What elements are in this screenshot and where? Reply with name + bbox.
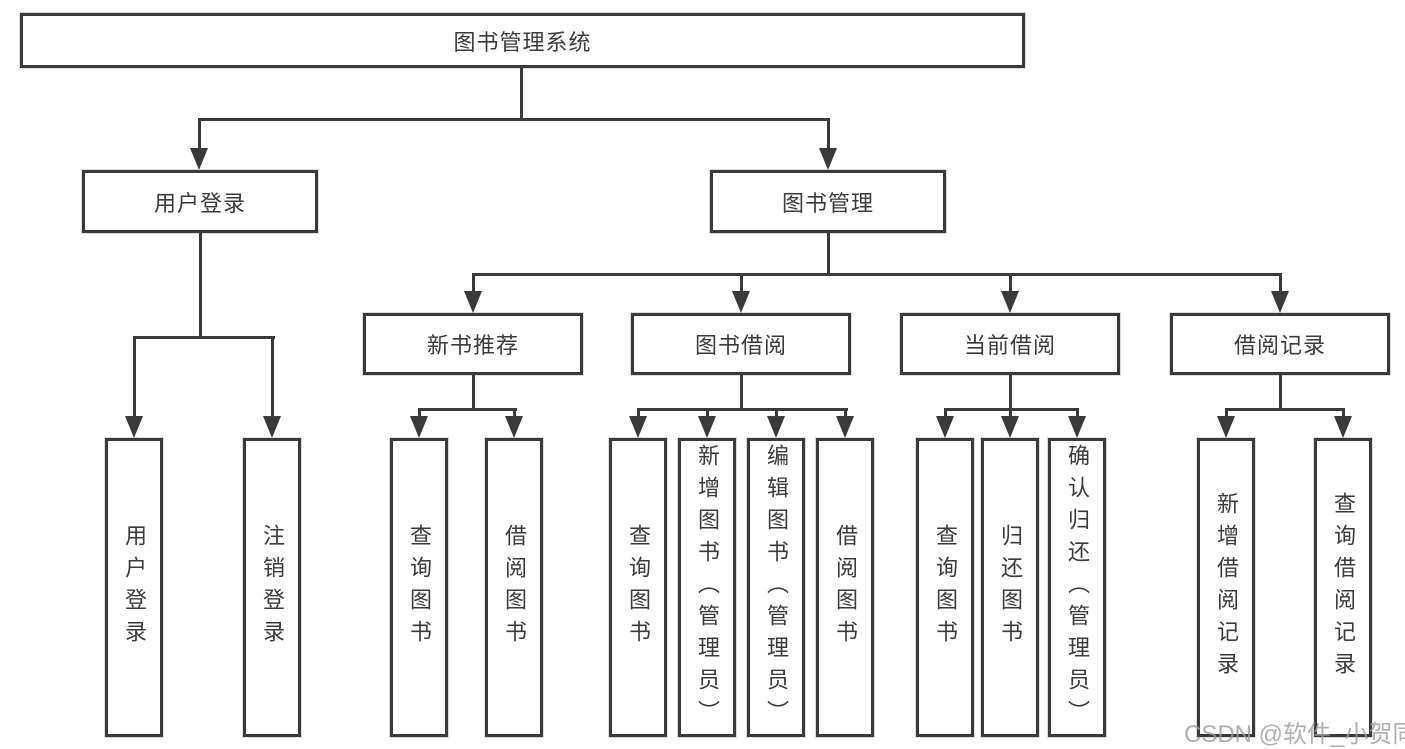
connector-line [520,68,523,118]
connector-line [706,408,709,422]
arrowhead-icon [936,416,954,438]
node-label: 确认归还（管理员） [1065,443,1090,732]
leaf-query-books-recommend: 查询图书 [390,438,448,737]
connector-line [1279,375,1282,411]
node-book-management: 图书管理 [710,170,946,233]
leaf-add-borrow-record: 新增借阅记录 [1197,438,1255,737]
connector-line [198,118,830,121]
csdn-watermark: CSDN @软件_小贺同学 [1184,721,1405,748]
leaf-query-borrow-record: 查询借阅记录 [1314,438,1372,737]
leaf-edit-book-admin: 编辑图书（管理员） [747,438,805,737]
arrowhead-icon [732,291,750,313]
node-label: 注销登录 [260,523,285,652]
arrowhead-icon [263,416,281,438]
arrowhead-icon [1068,416,1086,438]
connector-line [1009,408,1012,422]
connector-line [827,118,830,152]
node-borrowing-records: 借阅记录 [1170,313,1390,375]
node-label: 用户登录 [122,523,147,652]
arrowhead-icon [819,148,837,170]
node-label: 新增借阅记录 [1214,491,1239,684]
arrowhead-icon [190,148,208,170]
connector-line [844,408,847,422]
connector-line [1009,375,1012,411]
connector-line [1009,273,1012,295]
node-root-library-system: 图书管理系统 [20,13,1025,68]
node-label: 归还图书 [998,523,1023,652]
connector-line [472,273,1282,276]
node-label: 编辑图书（管理员） [764,443,789,732]
connector-line [133,336,275,339]
arrowhead-icon [1217,416,1235,438]
connector-line [133,336,136,420]
node-user-login: 用户登录 [82,170,318,233]
connector-line [418,408,421,422]
node-current-borrowing: 当前借阅 [900,313,1120,375]
node-label: 查询图书 [933,523,958,652]
arrowhead-icon [125,416,143,438]
connector-line [1225,408,1228,422]
connector-line [1225,408,1345,411]
leaf-borrow-books-borrowing: 借阅图书 [816,438,874,737]
connector-line [472,375,475,411]
node-label: 当前借阅 [963,333,1056,358]
arrowhead-icon [505,416,523,438]
leaf-query-books-current: 查询图书 [916,438,974,737]
arrowhead-icon [1001,291,1019,313]
arrowhead-icon [410,416,428,438]
node-label: 图书管理系统 [453,29,592,55]
connector-line [637,408,848,411]
connector-line [1342,408,1345,422]
leaf-user-login: 用户登录 [105,438,163,737]
connector-line [199,233,202,338]
arrowhead-icon [698,416,716,438]
node-label: 新增图书（管理员） [695,443,720,732]
connector-line [740,273,743,295]
arrowhead-icon [836,416,854,438]
connector-line [1279,273,1282,295]
node-book-borrowing: 图书借阅 [631,313,851,375]
connector-line [271,336,274,420]
connector-line [775,408,778,422]
node-label: 查询借阅记录 [1331,491,1356,684]
node-new-book-recommend: 新书推荐 [363,313,583,375]
leaf-return-book: 归还图书 [981,438,1039,737]
arrowhead-icon [1001,416,1019,438]
node-label: 借阅图书 [502,523,527,652]
node-label: 用户登录 [153,190,246,216]
leaf-logout: 注销登录 [243,438,301,737]
connector-line [827,233,830,276]
node-label: 图书管理 [781,190,874,216]
node-label: 借阅图书 [833,523,858,652]
node-label: 新书推荐 [426,333,519,358]
leaf-borrow-books-recommend: 借阅图书 [485,438,543,737]
connector-line [740,375,743,411]
connector-line [198,118,201,152]
arrowhead-icon [767,416,785,438]
connector-line [513,408,516,422]
leaf-confirm-return-admin: 确认归还（管理员） [1048,438,1106,737]
connector-line [418,408,517,411]
leaf-add-book-admin: 新增图书（管理员） [678,438,736,737]
node-label: 查询图书 [626,523,651,652]
node-label: 图书借阅 [694,333,787,358]
connector-line [472,273,475,295]
node-label: 借阅记录 [1233,333,1326,358]
arrowhead-icon [629,416,647,438]
connector-line [637,408,640,422]
leaf-query-books-borrowing: 查询图书 [609,438,667,737]
arrowhead-icon [1334,416,1352,438]
connector-line [1076,408,1079,422]
node-label: 查询图书 [407,523,432,652]
arrowhead-icon [1271,291,1289,313]
arrowhead-icon [464,291,482,313]
connector-line [944,408,947,422]
